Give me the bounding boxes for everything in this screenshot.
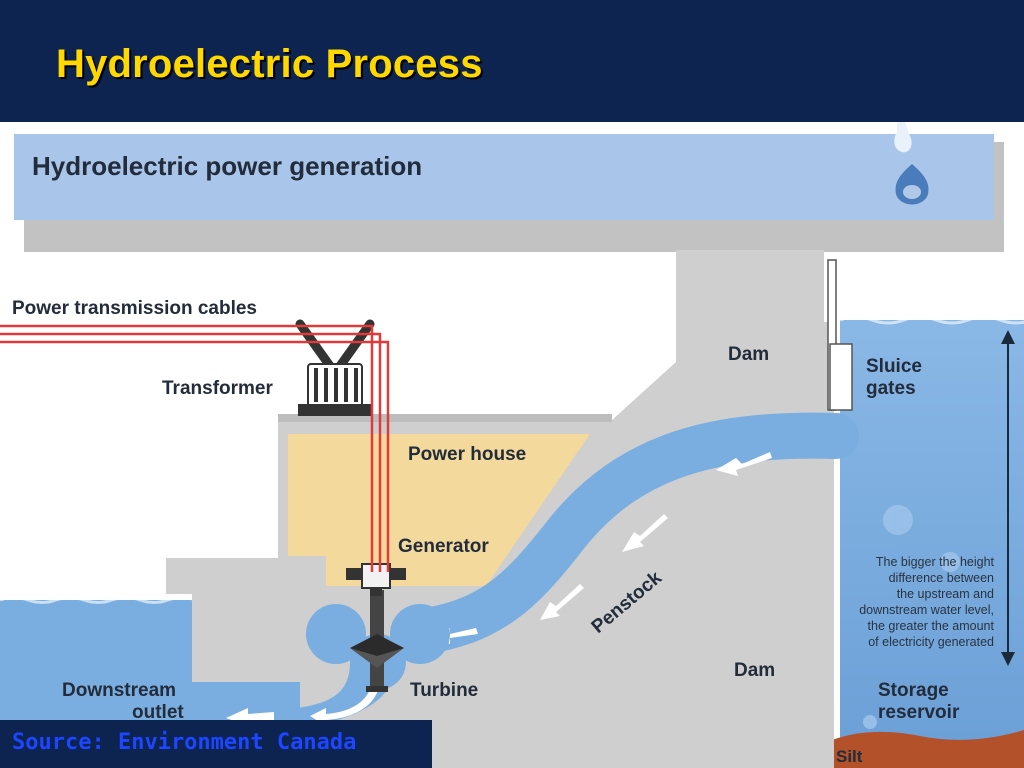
water-bubbles <box>863 505 960 729</box>
transformer-icon <box>295 319 375 416</box>
banner-title: Hydroelectric power generation <box>32 151 422 181</box>
label-transformer: Transformer <box>162 378 273 399</box>
note-line-6: of electricity generated <box>868 635 994 649</box>
power-house <box>288 434 590 586</box>
note-line-5: the greater the amount <box>868 619 995 633</box>
label-sluice-line-1: Sluice <box>866 356 922 377</box>
flow-arrows <box>432 452 772 644</box>
note-line-1: The bigger the height <box>876 555 995 569</box>
banner <box>14 134 994 220</box>
label-storage-line-2: reservoir <box>878 702 960 723</box>
note-line-2: difference between <box>889 571 994 585</box>
label-turbine: Turbine <box>410 680 478 701</box>
slide-title: Hydroelectric Process <box>56 42 483 86</box>
note-line-4: downstream water level, <box>859 603 994 617</box>
label-storage-line-1: Storage <box>878 680 949 701</box>
storage-reservoir-water <box>840 320 1024 768</box>
water-drop-icon <box>894 122 929 205</box>
hydro-diagram: Hydroelectric power generation <box>0 122 1024 768</box>
label-dam-top: Dam <box>728 344 769 365</box>
label-downstream-line-1: Downstream <box>62 680 176 701</box>
height-note: The bigger the height difference between… <box>859 555 994 649</box>
reservoir-surface-wave <box>839 315 1024 325</box>
turbine-icon <box>350 590 404 692</box>
silt-layer <box>832 730 1024 768</box>
slide-header: Hydroelectric Process <box>0 0 1024 122</box>
label-sluice-line-2: gates <box>866 378 916 399</box>
label-dam-bottom: Dam <box>734 660 775 681</box>
label-silt: Silt <box>836 747 863 766</box>
penstock-pipe <box>397 412 859 655</box>
label-downstream-line-2: outlet <box>132 702 184 723</box>
generator-icon <box>346 563 406 596</box>
dam-ledge <box>278 414 612 422</box>
label-power-house: Power house <box>408 444 526 465</box>
source-credit: Source: Environment Canada <box>0 720 432 768</box>
transmission-cables <box>0 324 390 572</box>
note-line-3: the upstream and <box>897 587 994 601</box>
sluice-gate-icon <box>827 259 853 411</box>
label-generator: Generator <box>398 536 489 557</box>
diagram-canvas: Hydroelectric power generation <box>0 122 1024 768</box>
label-power-transmission-cables: Power transmission cables <box>12 298 257 319</box>
height-difference-arrow <box>1001 330 1015 666</box>
